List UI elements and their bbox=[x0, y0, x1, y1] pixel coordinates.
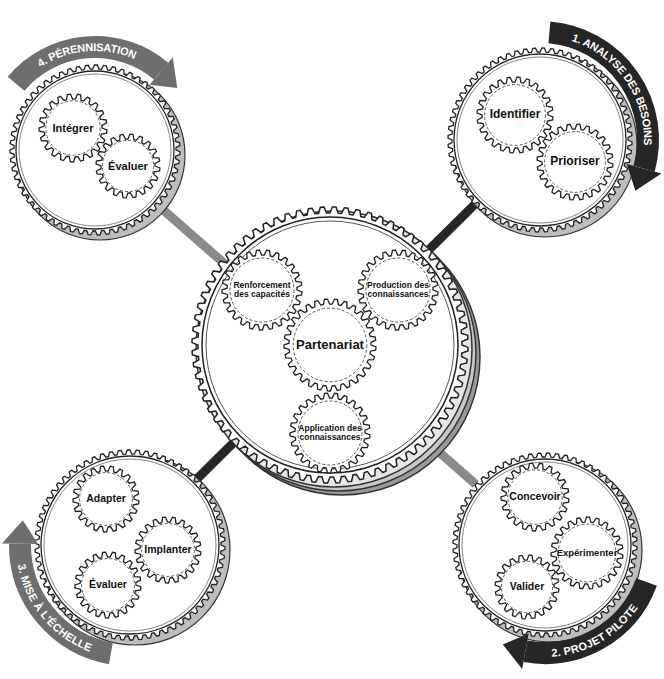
gear-label-box: Renforcement des capacités bbox=[228, 281, 296, 300]
disk-teeth bbox=[35, 450, 225, 640]
gear-label: Prioriser bbox=[543, 155, 608, 168]
phase-disk: 4. PÉRENNISATIONIntégrerÉvaluer bbox=[10, 65, 180, 235]
gear-teeth bbox=[73, 466, 139, 532]
disk-rim bbox=[206, 221, 454, 469]
disk-rim bbox=[454, 54, 626, 226]
gear-teeth bbox=[39, 94, 107, 162]
phase-disk: 2. PROJET PILOTEConcevoirExpérimenterVal… bbox=[453, 453, 637, 637]
gear-teeth bbox=[551, 517, 623, 589]
phase-label-line: 2. PROJET PILOTE bbox=[551, 602, 640, 659]
gear-node: Valider bbox=[495, 555, 559, 619]
gear-teeth bbox=[537, 124, 613, 200]
gear-label: Production des connaissances bbox=[364, 281, 432, 300]
gear-node: Intégrer bbox=[39, 94, 107, 162]
disk-teeth bbox=[10, 65, 180, 235]
gear-node: Prioriser bbox=[537, 124, 613, 200]
gear-node: Identifier bbox=[477, 77, 553, 153]
gear-teeth bbox=[75, 552, 141, 618]
phase-label: 1. ANALYSE DES BESOINS bbox=[571, 31, 654, 145]
gear-label: Identifier bbox=[483, 108, 548, 121]
phase-arrow-head bbox=[503, 634, 529, 669]
gear-teeth bbox=[358, 250, 438, 330]
phase-label-line: 4. PÉRENNISATION bbox=[35, 41, 138, 69]
gear-label: Concevoir bbox=[506, 491, 564, 503]
disk-teeth bbox=[448, 48, 632, 232]
gear-node: Adapter bbox=[73, 466, 139, 532]
gear-label: Renforcement des capacités bbox=[228, 281, 296, 300]
phase-arrow-head bbox=[150, 57, 178, 88]
gear-node: Production des connaissances bbox=[358, 250, 438, 330]
gear-label: Expérimenter bbox=[556, 548, 617, 558]
gear-label-box: Concevoir bbox=[506, 491, 564, 503]
phase-disk: 3. MISE À L'ÉCHELLEAdapterImplanterÉvalu… bbox=[35, 450, 225, 640]
disk-rim bbox=[462, 462, 628, 628]
disk-rim bbox=[44, 459, 216, 631]
gear-label: Évaluer bbox=[101, 160, 155, 172]
phase-arrow-head bbox=[627, 164, 662, 191]
phase-disk: 1. ANALYSE DES BESOINSIdentifierPriorise… bbox=[448, 48, 632, 232]
gear-label-box: Production des connaissances bbox=[364, 281, 432, 300]
gear-label-box: Application des connaissances bbox=[296, 424, 364, 443]
gear-label-box: Identifier bbox=[483, 108, 548, 121]
gear-node: Implanter bbox=[135, 517, 201, 583]
phase-label-line: 1. ANALYSE DES BESOINS bbox=[571, 31, 654, 145]
gear-node: Expérimenter bbox=[551, 517, 623, 589]
gear-label-box: Partenariat bbox=[291, 338, 369, 352]
disk-rim bbox=[457, 57, 623, 223]
gear-label-box: Expérimenter bbox=[556, 548, 617, 558]
gear-label: Application des connaissances bbox=[296, 424, 364, 443]
disk-rim bbox=[16, 71, 174, 229]
gear-label: Implanter bbox=[140, 544, 196, 556]
gear-label-box: Implanter bbox=[140, 544, 196, 556]
phase-label: 2. PROJET PILOTE bbox=[551, 602, 640, 659]
gear-label: Partenariat bbox=[291, 338, 369, 352]
gear-label: Valider bbox=[500, 581, 554, 593]
disk-teeth bbox=[192, 207, 468, 483]
gear-teeth bbox=[495, 555, 559, 619]
gear-label-box: Valider bbox=[500, 581, 554, 593]
gear-teeth bbox=[135, 517, 201, 583]
gear-label-box: Évaluer bbox=[80, 579, 136, 591]
disk-rim bbox=[19, 74, 171, 226]
gear-label-box: Évaluer bbox=[101, 160, 155, 172]
gear-label-box: Prioriser bbox=[543, 155, 608, 168]
gear-teeth bbox=[290, 393, 370, 473]
gear-node: Évaluer bbox=[75, 552, 141, 618]
gear-teeth bbox=[477, 77, 553, 153]
disk-rim bbox=[41, 456, 219, 634]
gear-label: Évaluer bbox=[80, 579, 136, 591]
phase-arrow-head bbox=[2, 520, 38, 544]
gear-label: Intégrer bbox=[44, 122, 102, 134]
disk-rim bbox=[459, 459, 631, 631]
gear-node: Renforcement des capacités bbox=[222, 250, 302, 330]
gear-teeth bbox=[284, 299, 376, 391]
gear-node: Concevoir bbox=[501, 463, 569, 531]
gear-teeth bbox=[501, 463, 569, 531]
disk-rim bbox=[202, 217, 458, 473]
gear-teeth bbox=[96, 134, 160, 198]
gear-label-box: Intégrer bbox=[44, 122, 102, 134]
gear-node: Évaluer bbox=[96, 134, 160, 198]
phase-label: 4. PÉRENNISATION bbox=[35, 41, 138, 69]
gear-teeth bbox=[222, 250, 302, 330]
gear-node: Application des connaissances bbox=[290, 393, 370, 473]
gear-node: Partenariat bbox=[284, 299, 376, 391]
disk-teeth bbox=[453, 453, 637, 637]
gear-label: Adapter bbox=[78, 493, 134, 505]
gear-label-box: Adapter bbox=[78, 493, 134, 505]
